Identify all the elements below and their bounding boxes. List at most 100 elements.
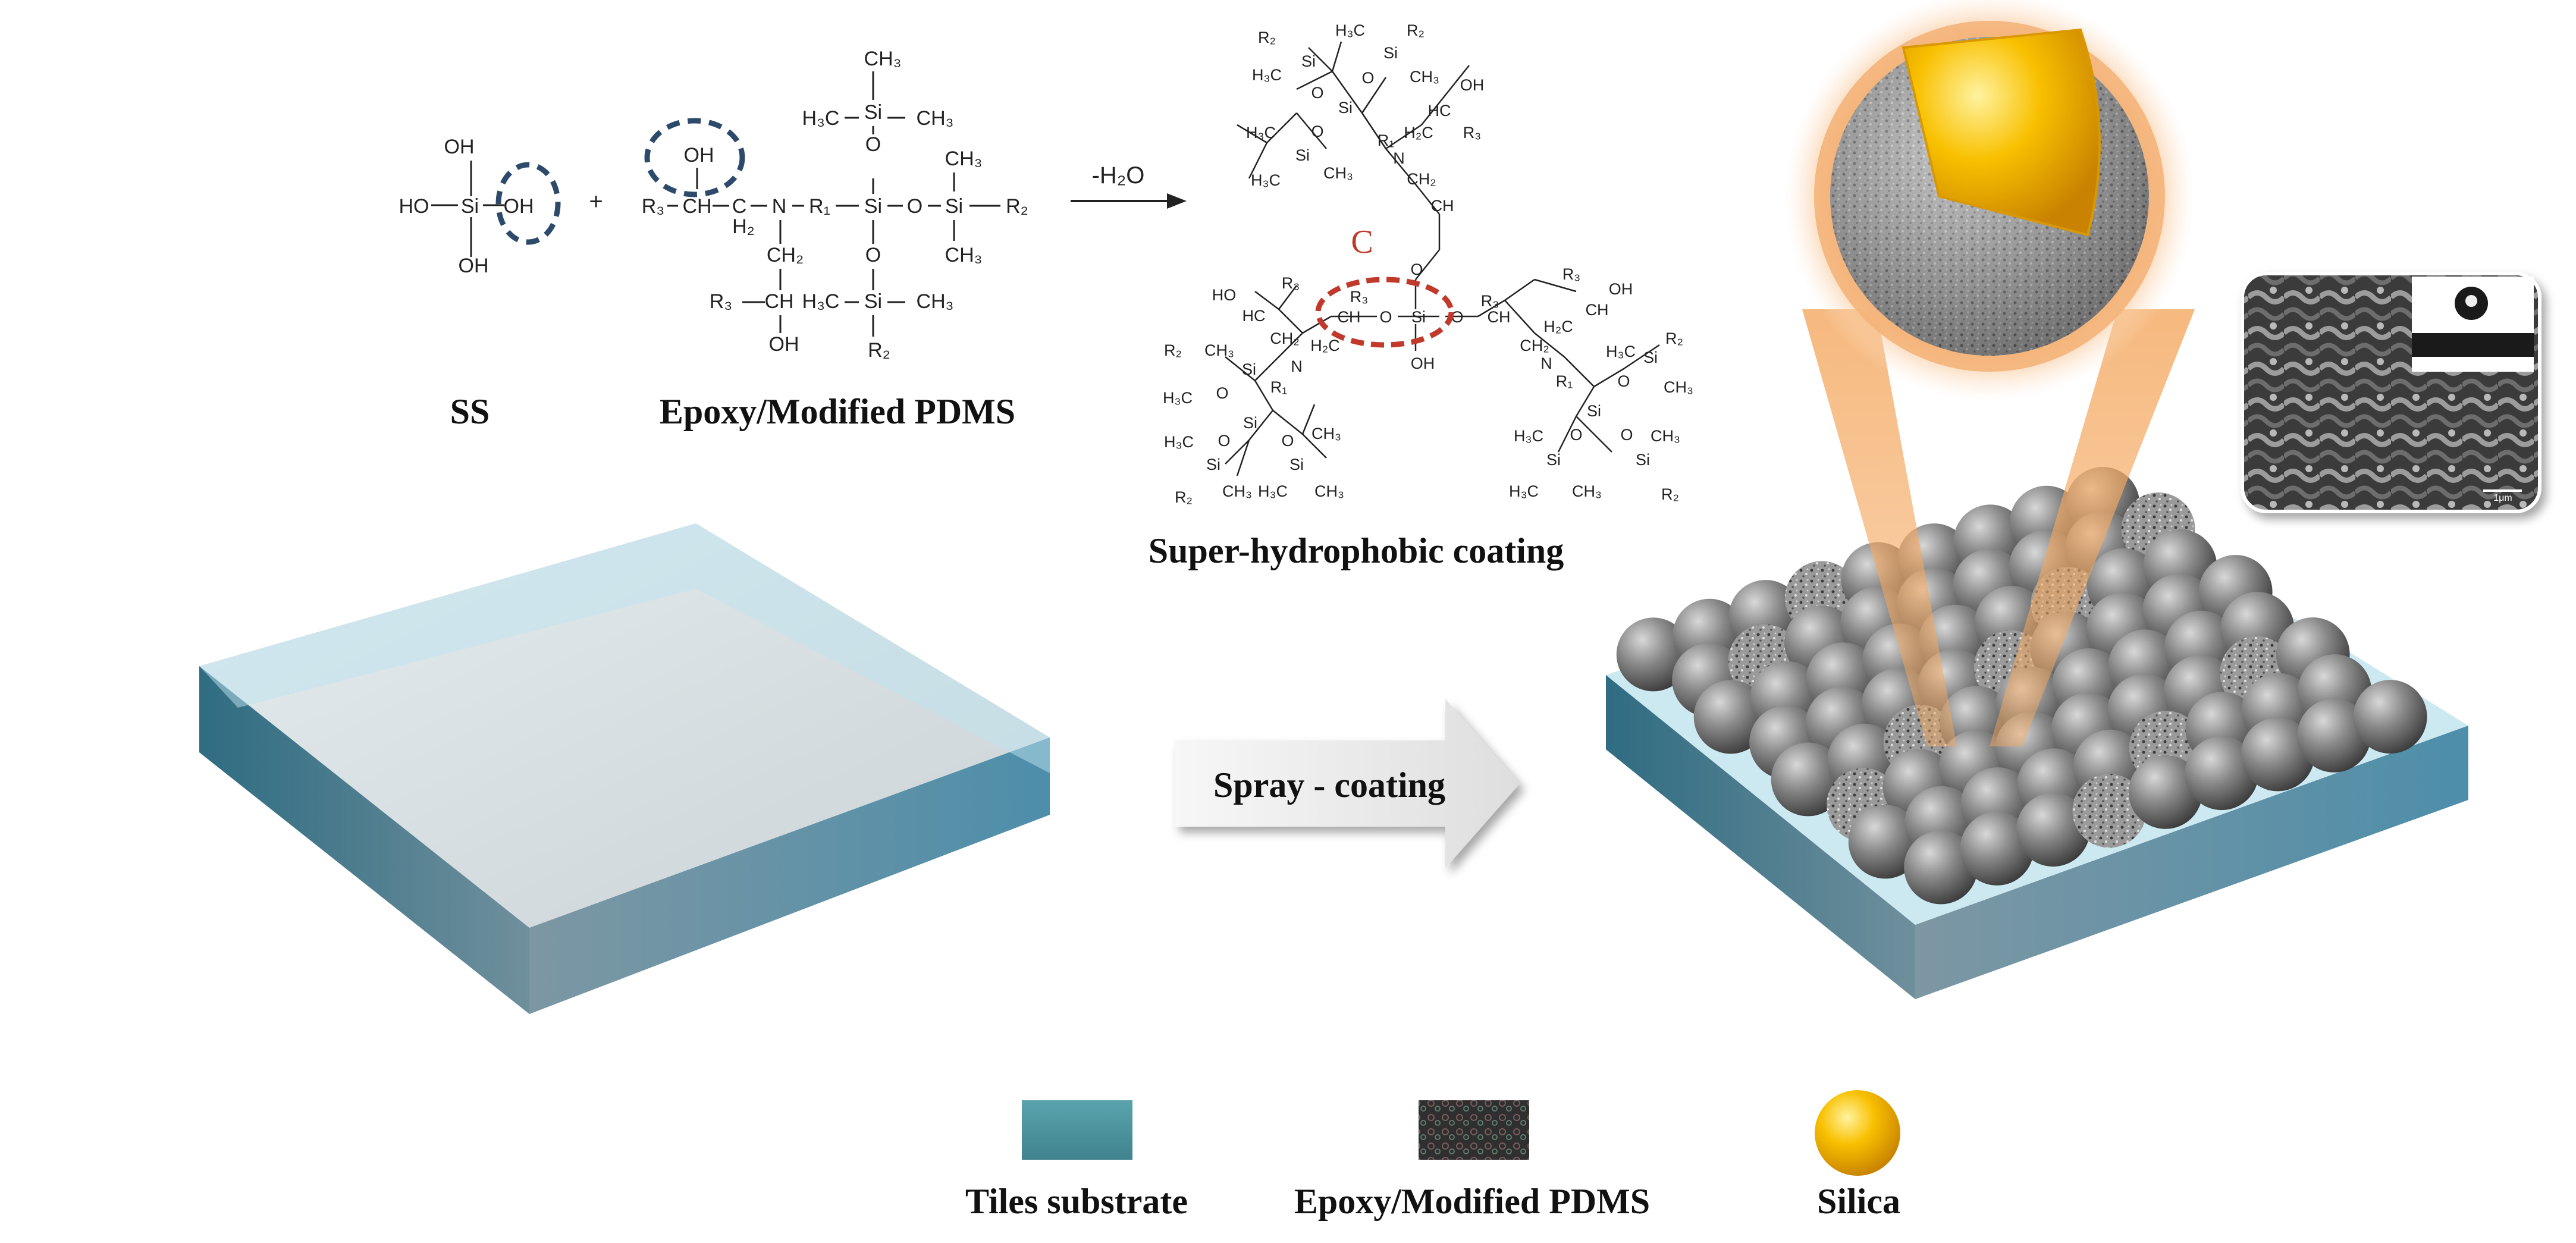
atom-ch3: CH₃ bbox=[1410, 68, 1439, 86]
atom-oh: OH bbox=[1460, 76, 1485, 94]
atom-ch: CH bbox=[682, 195, 711, 218]
coating-particle bbox=[2128, 755, 2202, 829]
atom-ch3: CH₃ bbox=[917, 290, 954, 313]
atom-oh: OH bbox=[1411, 354, 1435, 372]
atom-ch2: CH₂ bbox=[1407, 170, 1436, 188]
atom-h2: H₂ bbox=[732, 215, 755, 238]
atom-h2c: H₂C bbox=[1404, 124, 1433, 142]
coated-substrate bbox=[1606, 0, 2468, 999]
atom-r1: R₁ bbox=[809, 195, 830, 218]
product-label: Super-hydrophobic coating bbox=[1149, 531, 1564, 570]
coating-particle bbox=[2016, 793, 2090, 867]
atom-h3c: H₃C bbox=[1164, 433, 1194, 451]
pdms-molecule: OH R₃ CH C H₂ N R₁ Si O Si R₂ CH₃ CH₃ O … bbox=[642, 48, 1028, 362]
atom-oh: OH bbox=[444, 136, 475, 158]
coated-substrate-right-side bbox=[1915, 726, 2468, 999]
atom-ch3: CH₃ bbox=[864, 48, 902, 70]
reaction-scheme: OH HO Si OH OH + OH R₃ CH C H₂ N R₁ Si O… bbox=[399, 21, 1694, 570]
atom-h3c: H₃C bbox=[1606, 343, 1636, 360]
atom-o: O bbox=[1311, 123, 1323, 140]
atom-r2: R₂ bbox=[1258, 29, 1276, 46]
atom-r3: R₃ bbox=[710, 290, 732, 313]
atom-r3: R₃ bbox=[1282, 274, 1300, 292]
ss-label: SS bbox=[450, 392, 490, 431]
coating-particle bbox=[1771, 742, 1845, 817]
atom-ch3: CH₃ bbox=[917, 107, 954, 130]
legend-swatch-pdms bbox=[1419, 1100, 1529, 1160]
atom-h2c: H₂C bbox=[1310, 337, 1339, 354]
bond-highlight-ellipse bbox=[1315, 277, 1454, 348]
atom-ch: CH bbox=[1338, 308, 1361, 326]
coated-substrate-left-side bbox=[1606, 675, 1915, 999]
substrate-glass-rim bbox=[199, 523, 1050, 773]
atom-n: N bbox=[1291, 357, 1303, 375]
zoomed-silica-core bbox=[1784, 0, 2195, 401]
atom-r2: R₂ bbox=[1164, 341, 1182, 359]
atom-o: O bbox=[1620, 426, 1633, 444]
legend-label-tiles: Tiles substrate bbox=[965, 1182, 1188, 1221]
coating-particle bbox=[2185, 736, 2259, 811]
bond-lines bbox=[1225, 41, 1660, 476]
atom-h3c: H₃C bbox=[802, 107, 840, 130]
atom-r3: R₃ bbox=[642, 195, 664, 218]
atom-si: Si bbox=[1546, 451, 1561, 469]
atom-h3c: H₃C bbox=[802, 290, 840, 313]
arrow-label: -H₂O bbox=[1092, 162, 1145, 189]
atom-r3: R₃ bbox=[1463, 124, 1482, 142]
atom-o: O bbox=[1451, 308, 1463, 326]
atom-si: Si bbox=[1289, 456, 1304, 473]
coating-particle bbox=[2353, 680, 2427, 754]
atom-n: N bbox=[772, 195, 787, 218]
bond-marker: C bbox=[1351, 224, 1373, 260]
atom-ch3: CH₃ bbox=[945, 244, 983, 266]
bare-substrate bbox=[199, 523, 1050, 1014]
atom-r1: R₁ bbox=[1556, 372, 1573, 390]
atom-si: Si bbox=[864, 101, 882, 124]
ss-molecule: OH HO Si OH OH bbox=[399, 136, 561, 277]
atom-ch: CH bbox=[1488, 308, 1511, 326]
product-molecule: Si O CH R₃ O CH R₃ OH O CH CH₂ N R₁ Si O… bbox=[1163, 21, 1693, 506]
atom-si: Si bbox=[864, 290, 882, 313]
silica-core-wedge bbox=[1902, 28, 2101, 237]
atom-si: Si bbox=[864, 195, 882, 218]
atom-r2: R₂ bbox=[1661, 485, 1679, 503]
spray-label: Spray - coating bbox=[1213, 765, 1445, 805]
coating-particle bbox=[1616, 617, 1690, 692]
atom-r2: R₂ bbox=[868, 339, 890, 362]
atom-oh: OH bbox=[684, 144, 714, 167]
plus-sign: + bbox=[589, 189, 603, 215]
atom-h3c: H₃C bbox=[1246, 124, 1276, 142]
atom-ch2: CH₂ bbox=[1520, 337, 1549, 354]
sem-inset: 1μm bbox=[2241, 272, 2542, 513]
atom-oh: OH bbox=[459, 255, 489, 277]
atom-ch3: CH₃ bbox=[1222, 482, 1252, 500]
atom-si: Si bbox=[1643, 349, 1658, 366]
legend-label-pdms: Epoxy/Modified PDMS bbox=[1294, 1182, 1650, 1221]
scale-bar-label: 1μm bbox=[2493, 493, 2512, 503]
atom-hc: HC bbox=[1242, 307, 1266, 325]
atom-si: Si bbox=[1587, 402, 1601, 420]
atom-r2: R₂ bbox=[1175, 488, 1193, 506]
atom-h3c: H₃C bbox=[1335, 21, 1365, 39]
atom-ho: HO bbox=[1212, 286, 1237, 304]
atom-ch3: CH₃ bbox=[1311, 425, 1341, 442]
atom-ch3: CH₃ bbox=[1651, 427, 1680, 445]
coating-particle bbox=[2297, 698, 2371, 773]
atom-ch3: CH₃ bbox=[1664, 378, 1693, 396]
coating-particle bbox=[1693, 680, 1768, 754]
atom-si: Si bbox=[1301, 52, 1316, 70]
atom-o: O bbox=[1617, 372, 1630, 390]
atom-oh: OH bbox=[504, 195, 534, 218]
atom-h3c: H₃C bbox=[1251, 171, 1281, 189]
legend-swatch-silica bbox=[1815, 1090, 1900, 1176]
bond-lines bbox=[431, 161, 504, 257]
atom-si: Si bbox=[1411, 308, 1426, 326]
coating-particle bbox=[1960, 811, 2034, 886]
atom-si: Si bbox=[1206, 456, 1220, 473]
atom-c: C bbox=[732, 195, 747, 218]
coating-particle bbox=[1904, 830, 1978, 905]
atom-ch2: CH₂ bbox=[767, 244, 804, 266]
atom-hc: HC bbox=[1428, 102, 1451, 120]
atom-ch3: CH₃ bbox=[945, 147, 983, 170]
legend-swatch-tiles bbox=[1022, 1100, 1132, 1160]
